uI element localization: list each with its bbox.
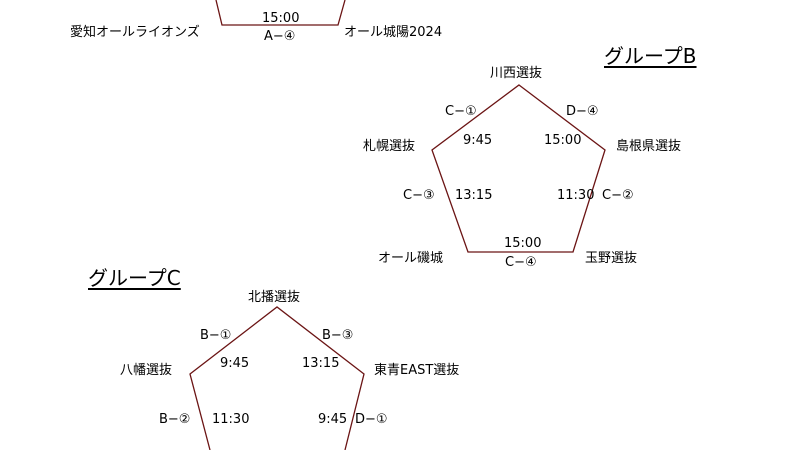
group-b-team-bottom-right: 玉野選抜 [585, 251, 638, 266]
group-a-match-bottom: A−④ [264, 29, 296, 44]
group-b-team-top: 川西選抜 [490, 66, 543, 81]
group-c-match-top-left: B−① [200, 328, 232, 343]
group-b-match-top-left: C−① [445, 104, 477, 119]
group-b-time-right: 11:30 [557, 188, 595, 203]
group-b-match-right: C−② [602, 188, 634, 203]
group-b-match-bottom: C−④ [505, 255, 537, 270]
group-b-match-left: C−③ [403, 188, 435, 203]
group-c-match-right: D−① [355, 412, 388, 427]
group-c-title: グループC [88, 266, 181, 290]
group-b-title: グループB [604, 44, 697, 68]
group-c-time-top-left: 9:45 [220, 356, 250, 371]
group-c-time-top-right: 13:15 [302, 356, 340, 371]
group-a-team-bottom-left: 愛知オールライオンズ [70, 25, 200, 40]
group-c-match-left: B−② [159, 412, 191, 427]
group-b-team-bottom-left: オール磯城 [378, 251, 444, 266]
group-b-team-right: 島根県選抜 [616, 139, 682, 154]
group-a-pentagon-partial [215, 0, 346, 26]
group-c-time-left: 11:30 [212, 412, 250, 427]
group-b-time-left: 13:15 [455, 188, 493, 203]
group-b-team-left: 札幌選抜 [363, 139, 416, 154]
group-c-match-top-right: B−③ [322, 328, 354, 343]
group-c-team-top: 北播選抜 [248, 290, 301, 305]
group-b-time-bottom: 15:00 [504, 236, 542, 251]
group-c-team-left: 八幡選抜 [120, 363, 173, 378]
group-b-time-top-right: 15:00 [544, 133, 582, 148]
group-a-time-bottom: 15:00 [262, 11, 300, 26]
group-b-pentagon [431, 84, 606, 253]
group-b-match-top-right: D−④ [566, 104, 599, 119]
group-c-team-right: 東青EAST選抜 [374, 363, 460, 378]
group-c-pentagon [189, 306, 365, 450]
group-b-time-top-left: 9:45 [463, 133, 493, 148]
group-c-time-right: 9:45 [318, 412, 348, 427]
group-a-team-bottom-right: オール城陽2024 [344, 25, 443, 40]
